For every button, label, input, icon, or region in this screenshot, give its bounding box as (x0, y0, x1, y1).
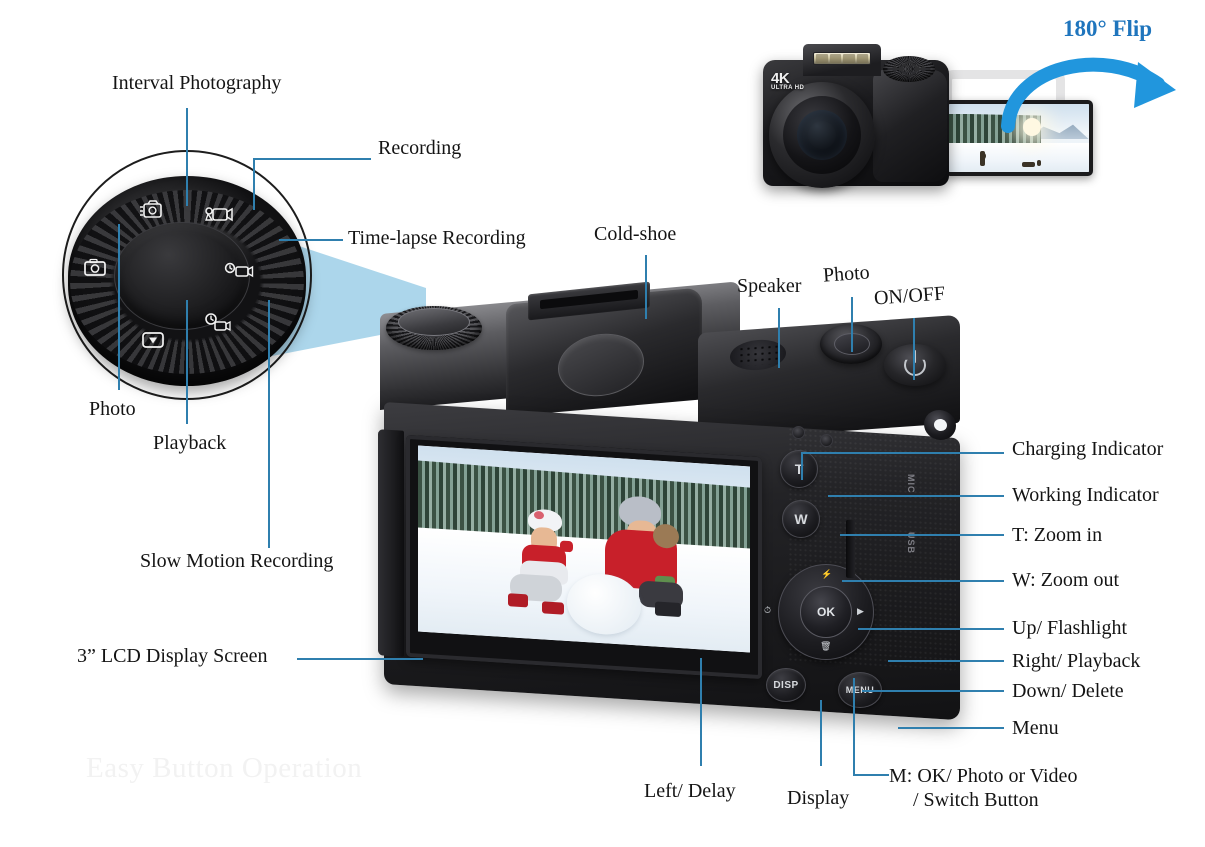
label-time-lapse-recording: Time-lapse Recording (348, 227, 526, 249)
leader-playback-v (186, 300, 188, 424)
front-camera-mode-dial (883, 56, 935, 82)
resolution-badge: 4K ULTRA HD (771, 70, 805, 91)
label-photo-mode: Photo (89, 398, 136, 420)
menu-glyph: MENU (845, 685, 875, 695)
speaker-holes (738, 343, 778, 367)
lens-glass (797, 110, 847, 160)
mic-port-label: MIC (906, 474, 916, 494)
power-icon-bar (914, 350, 916, 363)
leader-slow-motion-v (268, 300, 270, 548)
label-charging-indicator: Charging Indicator (1012, 438, 1164, 460)
label-interval-photography: Interval Photography (112, 72, 282, 94)
leader-up-flashlight-h (858, 628, 1004, 630)
mic-label-text: MIC (906, 474, 916, 494)
label-speaker: Speaker (737, 275, 802, 297)
mode-icon-time-lapse-recording[interactable] (224, 258, 254, 282)
leader-lcd-h (297, 658, 423, 660)
flip-screen (945, 100, 1093, 176)
label-left-delay: Left/ Delay (644, 780, 736, 802)
leader-zoom-out-h (842, 580, 1004, 582)
leader-down-delete-h (862, 690, 1004, 692)
label-slow-motion-recording: Slow Motion Recording (140, 550, 334, 572)
label-up-flashlight: Up/ Flashlight (1012, 617, 1128, 639)
zoom-out-button[interactable]: W (782, 500, 820, 538)
lcd-hinge (378, 429, 404, 657)
label-working-indicator: Working Indicator (1012, 484, 1159, 506)
label-photo-button: Photo (822, 261, 871, 287)
badge-4k: 4K (771, 70, 790, 87)
charging-indicator-led (792, 426, 805, 439)
leader-charging-h (801, 452, 1004, 454)
label-playback-mode: Playback (153, 432, 227, 454)
card-slot-cover (846, 519, 855, 579)
label-ok-button-line1: M: OK/ Photo or Video (889, 765, 1078, 787)
power-icon (904, 359, 926, 376)
leader-right-playback-h (888, 660, 1004, 662)
leader-on-off (913, 318, 915, 380)
zoom-in-button[interactable]: T (780, 450, 818, 488)
flip-label: 180° Flip (1063, 16, 1153, 41)
mode-dial-center-plate (114, 222, 250, 330)
label-menu: Menu (1012, 717, 1059, 739)
dpad-up-flash-icon: ⚡ (821, 569, 833, 579)
rear-camera-illustration: T W OK ⚡ ▶ 🗑 ⏱ DISP MENU MIC USB (368, 281, 998, 722)
leader-photo-v (118, 224, 120, 390)
mode-icon-recording[interactable] (204, 202, 234, 226)
camera-mode-dial-cap (398, 308, 470, 336)
label-down-delete: Down/ Delete (1012, 680, 1124, 702)
leader-cold-shoe (645, 255, 647, 319)
lcd-scene (418, 445, 750, 653)
watermark-text: Easy Button Operation (86, 752, 363, 784)
leader-display-v (820, 700, 822, 766)
label-display: Display (787, 787, 850, 809)
label-ok-button-line2: / Switch Button (913, 789, 1039, 811)
flash-unit (813, 52, 871, 65)
label-cold-shoe: Cold-shoe (594, 223, 677, 245)
dpad-left-delay-icon: ⏱ (764, 605, 772, 615)
zoom-in-glyph: T (794, 461, 804, 477)
zoom-out-glyph: W (794, 511, 808, 527)
leader-ok-v (853, 678, 855, 775)
leader-interval-photography-v (186, 108, 188, 206)
front-camera-grip (873, 70, 947, 182)
flip-arrow-icon (1001, 57, 1176, 133)
leader-ok-h (853, 774, 889, 776)
front-camera-illustration: 4K ULTRA HD (745, 22, 1093, 212)
leader-zoom-in-h (840, 534, 1004, 536)
leader-recording-h (253, 158, 371, 160)
display-glyph: DISP (773, 679, 799, 691)
label-recording: Recording (378, 137, 462, 159)
leader-photo-button (851, 297, 853, 352)
flip-screen-scene (949, 104, 1089, 172)
mode-icon-photo[interactable] (80, 256, 110, 280)
leader-left-delay-v (700, 658, 702, 766)
leader-working-h (828, 495, 1004, 497)
leader-menu-h (898, 727, 1004, 729)
ok-glyph: OK (817, 605, 835, 619)
mode-icon-playback[interactable] (138, 328, 168, 352)
leader-speaker (778, 308, 780, 368)
mode-icon-slow-motion-recording[interactable] (202, 310, 232, 334)
badge-ultra-hd: ULTRA HD (771, 84, 805, 91)
leader-time-lapse-h (279, 239, 343, 241)
working-indicator-led (820, 434, 833, 447)
dpad-right-playback-icon: ▶ (857, 606, 864, 616)
label-lcd-screen: 3” LCD Display Screen (77, 645, 268, 667)
lcd-screen (418, 445, 750, 653)
leader-charging-v (801, 452, 803, 480)
label-zoom-in: T: Zoom in (1012, 524, 1103, 546)
label-right-playback: Right/ Playback (1012, 650, 1141, 672)
mode-icon-interval-photography[interactable] (138, 198, 168, 222)
dpad-down-delete-icon: 🗑 (820, 641, 832, 651)
ok-button[interactable]: OK (800, 586, 852, 638)
label-zoom-out: W: Zoom out (1012, 569, 1120, 591)
display-button[interactable]: DISP (766, 668, 806, 702)
leader-recording-v (253, 158, 255, 210)
